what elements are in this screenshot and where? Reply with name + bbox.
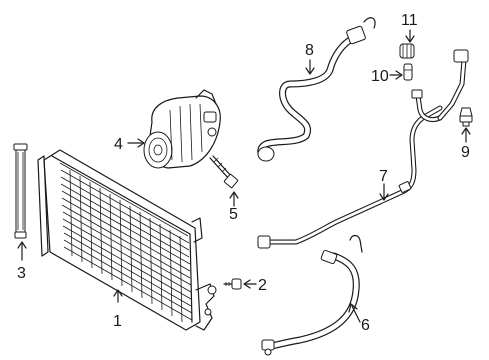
- callout-8: 8: [305, 42, 314, 59]
- callout-4: 4: [114, 136, 123, 153]
- discharge-hose-part: [257, 17, 376, 162]
- callout-6: 6: [361, 317, 370, 334]
- compressor-part: [143, 89, 221, 169]
- callout-9: 9: [461, 144, 470, 161]
- receiver-drier-part: [13, 143, 28, 239]
- long-bolt-part: [209, 155, 239, 189]
- leader-lines: [17, 29, 471, 323]
- pressure-switch-part: [459, 107, 473, 127]
- cap-part: [399, 43, 415, 59]
- condenser-fins: [59, 162, 193, 323]
- callout-2: 2: [258, 277, 267, 294]
- callout-10: 10: [371, 68, 389, 85]
- callout-5: 5: [229, 206, 238, 223]
- callout-numbers: 1 2 3 4 5 6 7 8 9 10 11: [17, 12, 470, 334]
- condenser-part: [37, 149, 217, 331]
- callout-1: 1: [113, 313, 122, 330]
- callout-7: 7: [379, 168, 388, 185]
- liquid-line-part: [257, 49, 469, 249]
- suction-hose-part: [261, 234, 363, 356]
- valve-core-part: [403, 63, 413, 81]
- callout-3: 3: [17, 265, 26, 282]
- bolt-part: [223, 278, 242, 290]
- callout-11: 11: [401, 12, 418, 29]
